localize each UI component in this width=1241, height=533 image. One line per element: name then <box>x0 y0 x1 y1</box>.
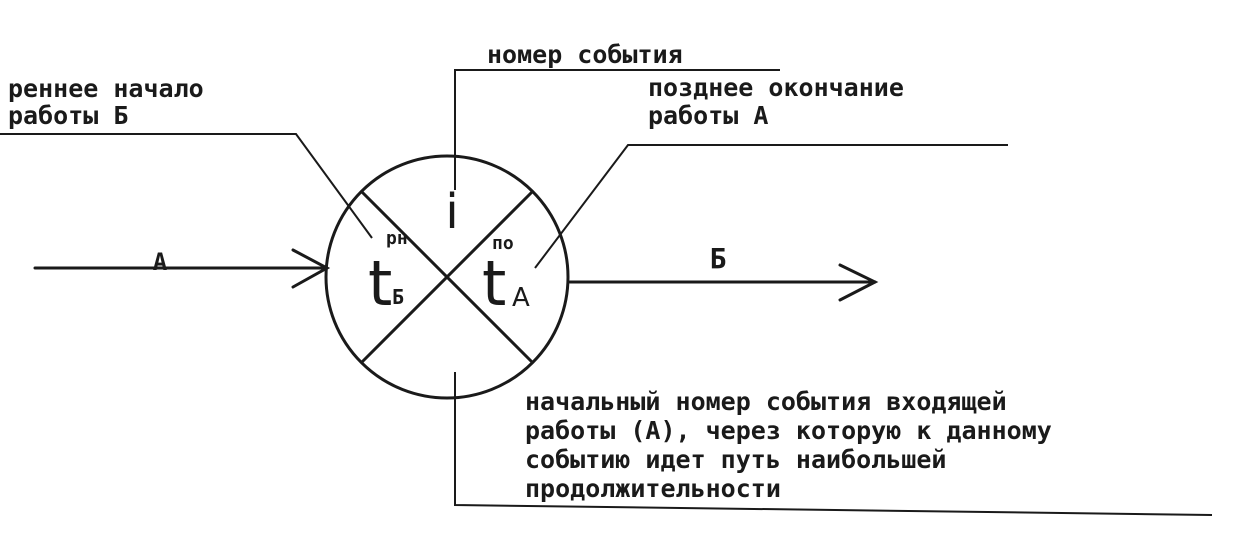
outgoing-arrow-label: Б <box>710 242 727 275</box>
incoming-arrow-a <box>33 248 331 289</box>
label-initial-event-2: работы (А), через которую к данному <box>525 416 1052 445</box>
node-early-start-sub: Б <box>392 285 404 309</box>
node-early-start-symbol: t <box>368 247 392 320</box>
label-early-start-2: работы Б <box>8 101 128 130</box>
leader-early-start <box>0 133 373 239</box>
label-event-number: номер события <box>487 40 683 69</box>
label-late-finish-1: позднее окончание <box>648 73 904 102</box>
incoming-arrow-label: А <box>153 248 168 276</box>
node-late-finish-sup: по <box>492 233 514 254</box>
leader-event-number <box>454 69 780 190</box>
node-event-number: i <box>445 184 458 240</box>
node-early-start-sup: рн <box>386 228 408 249</box>
node-late-finish-symbol: t <box>482 247 506 320</box>
label-late-finish-2: работы А <box>648 101 768 130</box>
leader-initial-event <box>454 372 1213 516</box>
label-initial-event-3: событию идет путь наибольшей <box>525 445 946 474</box>
event-node <box>324 154 570 400</box>
label-early-start-1: реннее начало <box>8 74 204 103</box>
outgoing-arrow-b <box>568 263 879 302</box>
leader-late-finish <box>534 144 1008 269</box>
label-initial-event-1: начальный номер события входящей <box>525 387 1007 416</box>
node-late-finish-sub: А <box>512 283 530 313</box>
label-initial-event-4: продолжительности <box>525 474 781 503</box>
